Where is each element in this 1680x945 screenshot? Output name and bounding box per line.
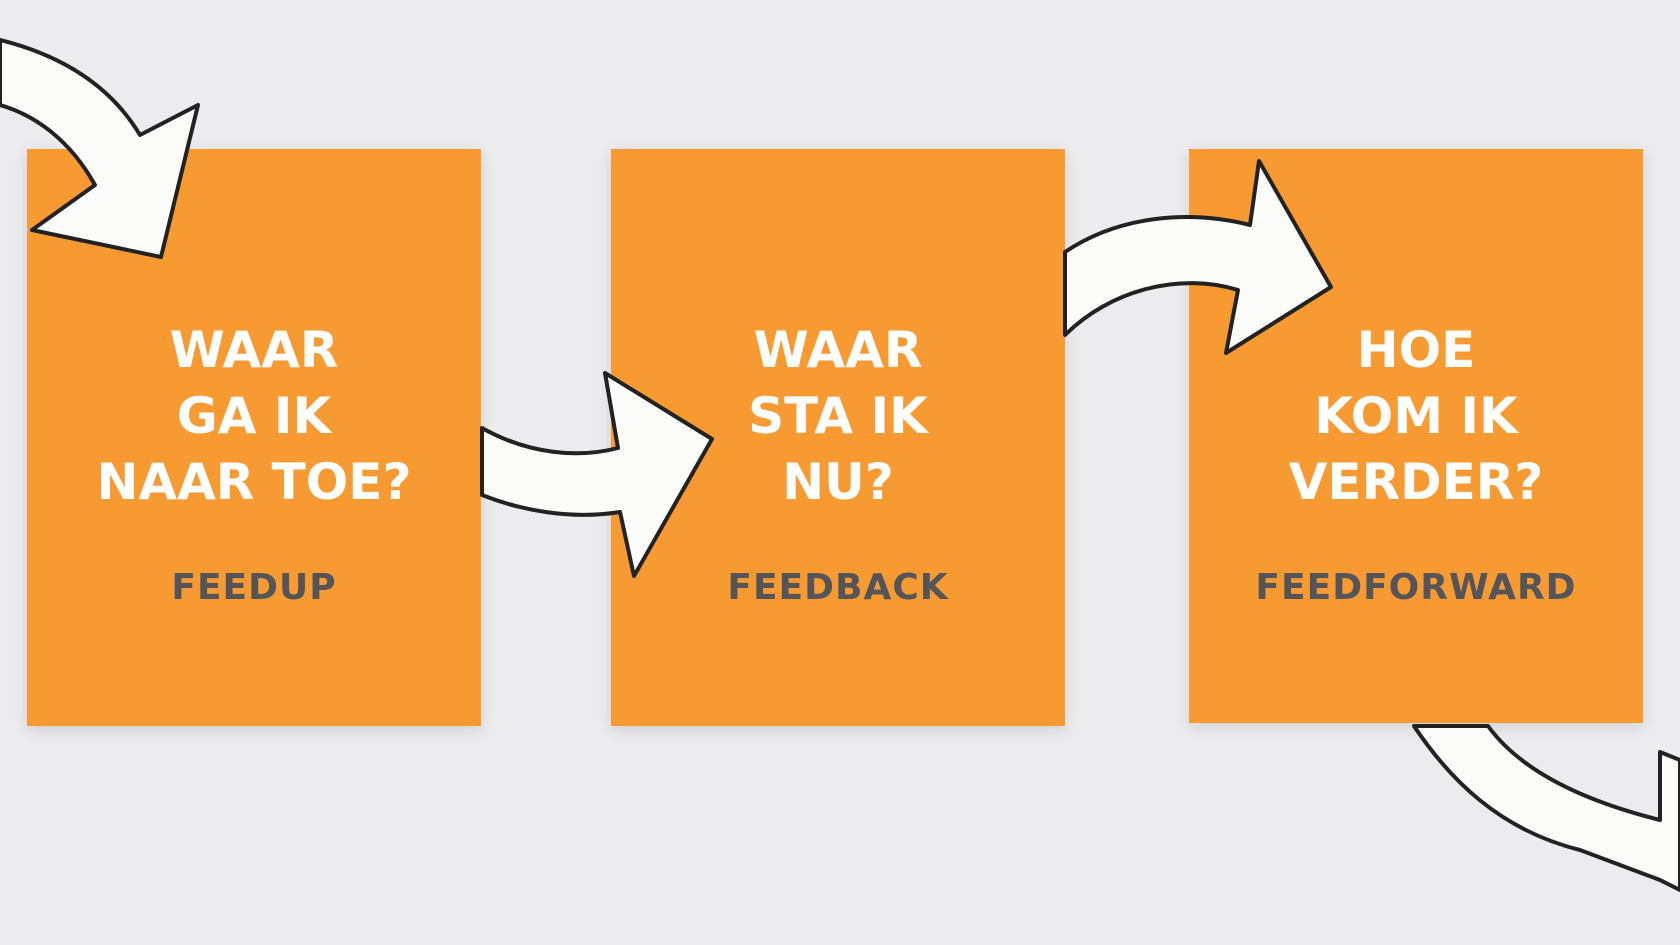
step-question: HOE KOM IK VERDER?: [1288, 321, 1544, 511]
step-label: FEEDUP: [171, 567, 337, 608]
arrow-feedback-to-feedforward-icon: [1063, 159, 1333, 355]
step-label: FEEDBACK: [727, 567, 949, 608]
step-question: WAAR STA IK NU?: [748, 321, 928, 511]
arrow-in-icon: [0, 38, 200, 259]
arrow-out-icon: [1412, 724, 1680, 892]
step-box-feedup: WAAR GA IK NAAR TOE? FEEDUP: [27, 149, 481, 726]
step-question: WAAR GA IK NAAR TOE?: [96, 321, 412, 511]
arrow-feedup-to-feedback-icon: [480, 371, 714, 578]
step-label: FEEDFORWARD: [1255, 567, 1577, 608]
